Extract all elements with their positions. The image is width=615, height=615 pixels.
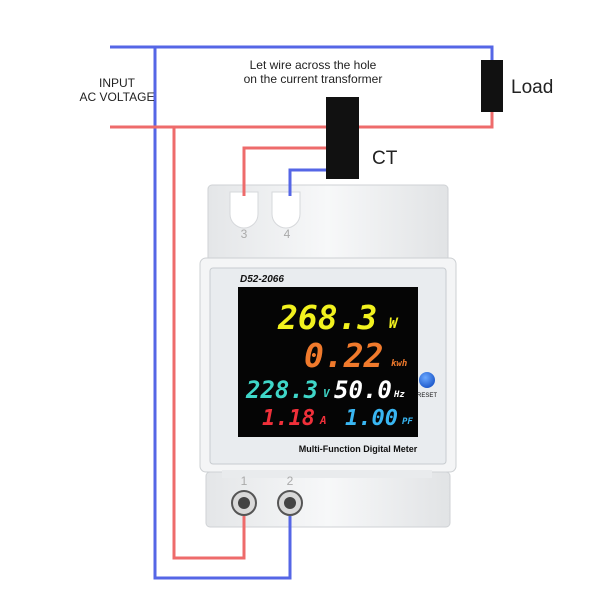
input-label-line1: INPUT (99, 76, 135, 90)
energy-unit: kwh (391, 359, 407, 369)
power-unit: W (389, 316, 399, 332)
terminal-1-label: 1 (241, 474, 248, 488)
voltage-value: 228.3 (245, 376, 318, 404)
current-unit: A (319, 414, 327, 427)
reset-label: RESET (417, 393, 437, 399)
current-value: 1.18 (262, 406, 315, 431)
neutral-wire-to-terminal-4 (288, 168, 326, 196)
ct-label: CT (372, 148, 398, 169)
load-label: Load (511, 77, 554, 98)
input-label-line2: AC VOLTAGE (79, 90, 155, 104)
note-line2: on the current transformer (243, 72, 383, 86)
frequency-unit: Hz (393, 390, 405, 400)
energy-value: 0.22 (304, 336, 383, 375)
terminal-3-label: 3 (241, 227, 248, 241)
neutral-wire-supply (153, 47, 292, 580)
note-line1: Let wire across the hole (249, 58, 377, 72)
live-wire-supply (172, 127, 246, 560)
terminal-2-label: 2 (287, 474, 294, 488)
reset-button[interactable] (419, 372, 435, 388)
live-wire-to-terminal-3 (242, 146, 326, 196)
voltage-unit: V (323, 387, 331, 400)
load-block (481, 60, 503, 112)
meter-model: D52-2066 (240, 274, 284, 285)
pf-value: 1.00 (345, 406, 398, 431)
neutral-wire (110, 45, 494, 62)
bottom-terminals (231, 490, 303, 516)
current-transformer (326, 97, 359, 179)
pf-unit: PF (402, 417, 413, 427)
live-wire (110, 110, 494, 129)
power-value: 268.3 (277, 298, 377, 337)
terminal-4-label: 4 (284, 227, 291, 241)
frequency-value: 50.0 (334, 376, 392, 404)
top-terminals (229, 191, 301, 229)
ct-instruction-note: Let wire across the hole on the current … (218, 58, 408, 86)
input-voltage-label: INPUT AC VOLTAGE (62, 76, 172, 104)
meter-footer-label: Multi-Function Digital Meter (299, 444, 418, 454)
meter-display (238, 287, 418, 437)
